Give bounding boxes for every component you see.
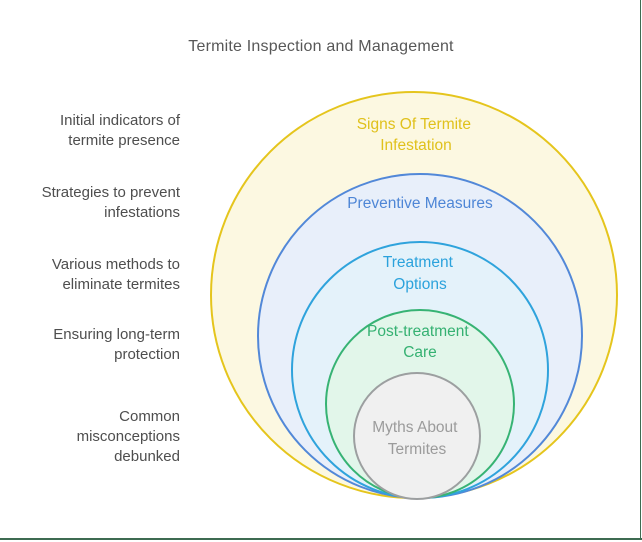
window-bottom-border [0, 538, 642, 540]
ring-circle-myths-about-termites [353, 372, 481, 500]
left-label-post-treatment: Ensuring long-term protection [10, 325, 180, 365]
left-label-line: Various methods to [51, 256, 180, 273]
left-label-line: infestations [104, 204, 180, 221]
ring-label-signs-of-termite-infestation: Signs Of Termite Infestation [357, 116, 476, 154]
diagram-title: Termite Inspection and Management [188, 38, 454, 55]
ring-label-treatment-options: Treatment Options [383, 254, 457, 293]
window-right-border [640, 0, 641, 540]
ring-label-myths-about-termites: Myths About Termites [372, 419, 462, 458]
left-label-treatment: Various methods to eliminate termites [10, 255, 180, 295]
left-label-line: eliminate termites [62, 276, 180, 293]
left-label-line: Ensuring long-term [53, 326, 180, 343]
left-label-line: Strategies to prevent [41, 184, 180, 201]
left-label-line: Common [119, 408, 180, 425]
left-label-line: termite presence [68, 132, 180, 149]
left-label-signs: Initial indicators of termite presence [10, 111, 180, 151]
ring-label-preventive-measures: Preventive Measures [347, 195, 493, 212]
left-label-line: protection [114, 346, 180, 363]
left-label-myths: Common misconceptions debunked [10, 407, 180, 467]
left-label-preventive: Strategies to prevent infestations [10, 183, 180, 223]
ring-label-post-treatment-care: Post-treatment Care [367, 323, 473, 361]
left-label-line: misconceptions [76, 428, 180, 445]
left-label-line: debunked [114, 448, 180, 465]
left-label-line: Initial indicators of [59, 112, 180, 129]
